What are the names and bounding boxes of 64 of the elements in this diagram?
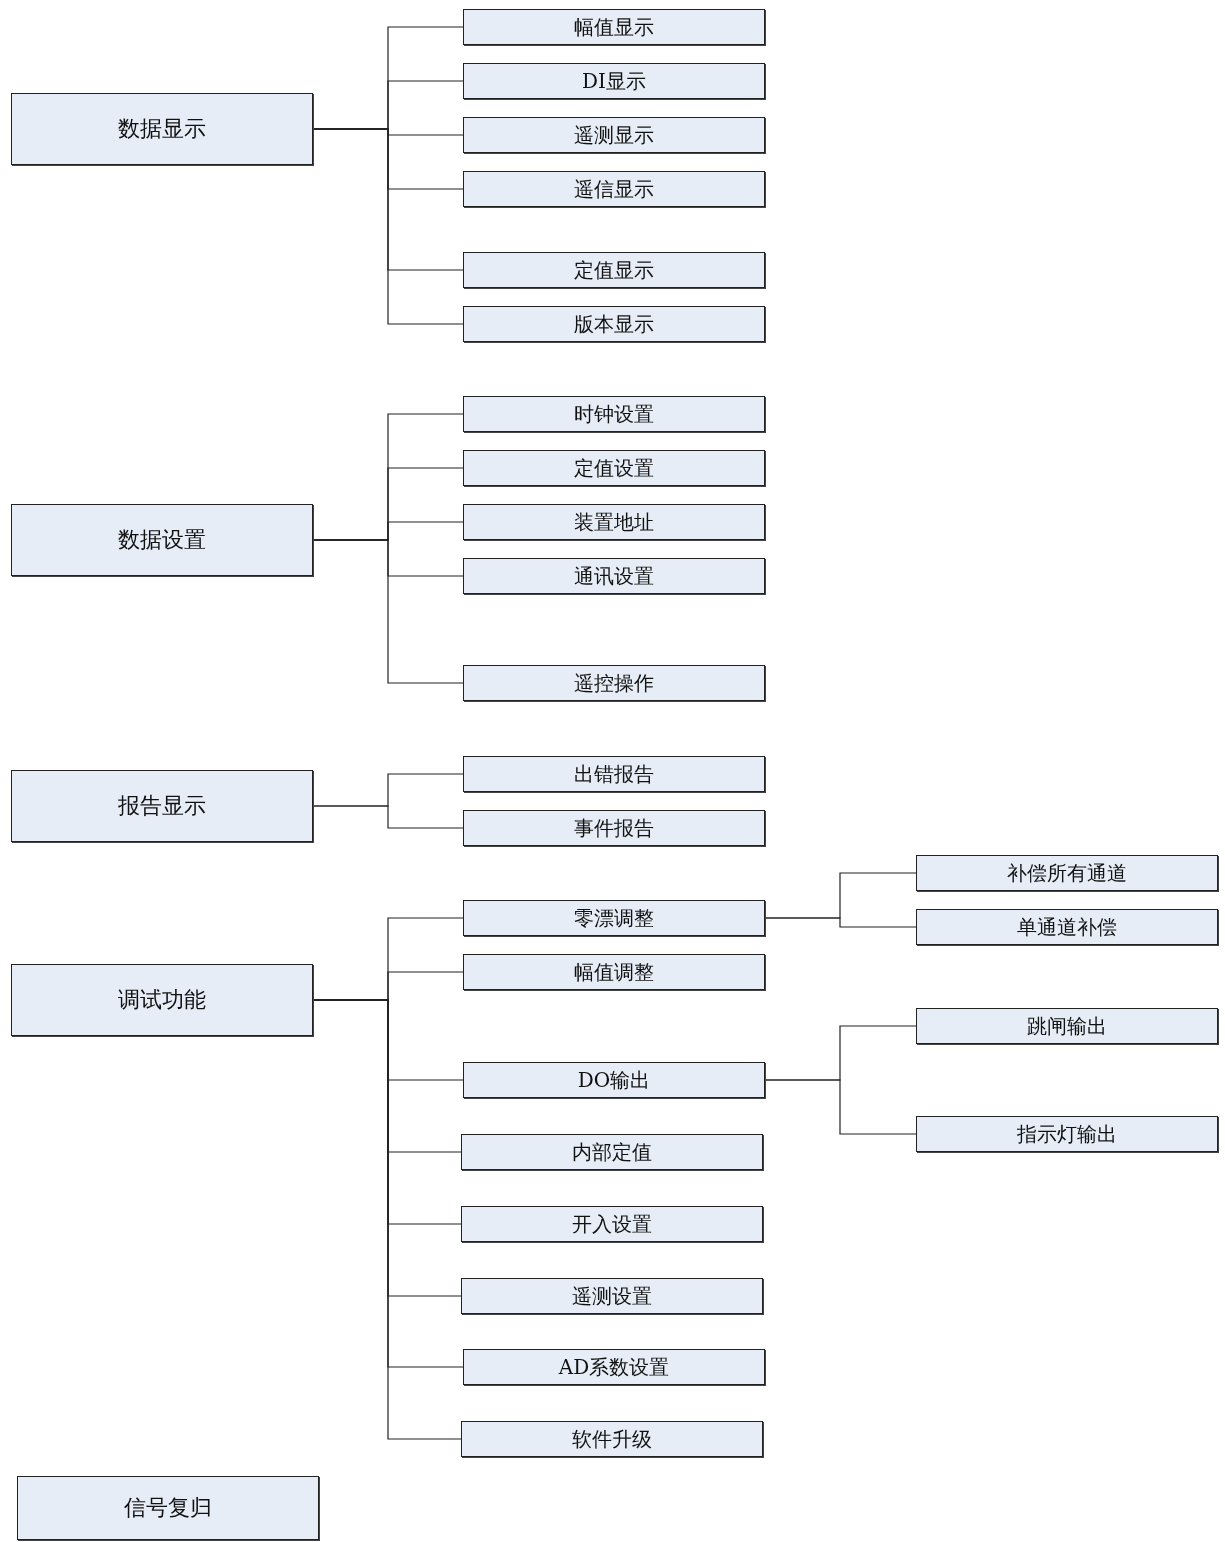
menu-box — [463, 756, 765, 792]
box-label: 定值显示 — [574, 256, 654, 284]
menu-box — [463, 117, 765, 153]
menu-box — [11, 964, 313, 1036]
box-label: 幅值调整 — [574, 958, 654, 986]
menu-box — [461, 1421, 763, 1457]
menu-box — [463, 900, 765, 936]
connector-line — [312, 539, 464, 684]
box-label: 报告显示 — [118, 792, 206, 820]
menu-box — [916, 855, 1218, 891]
box-label: 通讯设置 — [574, 562, 654, 590]
box-label: 时钟设置 — [574, 400, 654, 428]
box-label: 遥测设置 — [572, 1282, 652, 1310]
box-label: 数据显示 — [118, 115, 206, 143]
box-label: 开入设置 — [572, 1210, 652, 1238]
box-label: 信号复归 — [124, 1494, 212, 1522]
menu-box — [11, 504, 313, 576]
box-label: 出错报告 — [574, 760, 654, 788]
box-label: 软件升级 — [572, 1425, 652, 1453]
connector-line — [312, 805, 464, 829]
box-label: 事件报告 — [574, 814, 654, 842]
menu-box — [461, 1278, 763, 1314]
menu-box — [463, 306, 765, 342]
box-label: 零漂调整 — [574, 904, 654, 932]
menu-box — [463, 558, 765, 594]
box-label: 数据设置 — [118, 526, 206, 554]
box-label: 单通道补偿 — [1017, 913, 1117, 941]
connector-line — [764, 1079, 917, 1135]
menu-box — [463, 252, 765, 288]
menu-box — [11, 770, 313, 842]
menu-box — [916, 1008, 1218, 1044]
menu-box — [463, 954, 765, 990]
menu-box — [463, 504, 765, 540]
menu-box — [11, 93, 313, 165]
menu-box — [463, 665, 765, 701]
box-label: 指示灯输出 — [1017, 1120, 1117, 1148]
menu-box — [463, 1062, 765, 1098]
box-label: 版本显示 — [574, 310, 654, 338]
menu-box — [461, 1134, 763, 1170]
box-label: 补偿所有通道 — [1007, 859, 1127, 887]
box-label: 遥测显示 — [574, 121, 654, 149]
box-label: 遥信显示 — [574, 175, 654, 203]
connector-line — [764, 917, 917, 928]
box-label: AD系数设置 — [558, 1353, 670, 1381]
box-label: DO输出 — [577, 1066, 651, 1094]
menu-box — [17, 1476, 319, 1540]
menu-box — [463, 396, 765, 432]
menu-box — [463, 9, 765, 45]
box-label: 幅值显示 — [574, 13, 654, 41]
menu-box — [463, 810, 765, 846]
menu-box — [463, 171, 765, 207]
box-label: 调试功能 — [118, 986, 206, 1014]
box-label: 跳闸输出 — [1027, 1012, 1107, 1040]
menu-box — [463, 450, 765, 486]
menu-box — [916, 1116, 1218, 1152]
box-label: 定值设置 — [574, 454, 654, 482]
menu-box — [463, 63, 765, 99]
menu-box — [461, 1206, 763, 1242]
box-label: DI显示 — [582, 67, 646, 95]
box-label: 内部定值 — [572, 1138, 652, 1166]
box-label: 遥控操作 — [574, 669, 654, 697]
menu-box — [463, 1349, 765, 1385]
menu-box — [916, 909, 1218, 945]
box-label: 装置地址 — [574, 508, 654, 536]
